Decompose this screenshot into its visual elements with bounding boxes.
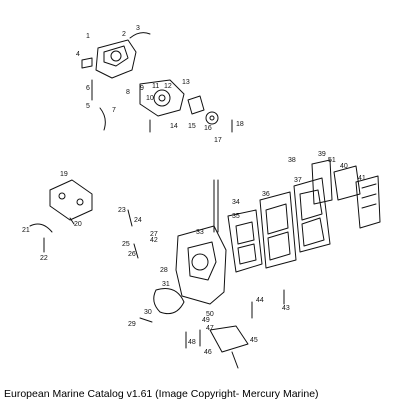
callout-39: 39: [318, 151, 326, 158]
callout-7: 7: [112, 107, 116, 114]
callout-labels: 1 2 3 4 5 6 7 8 9 10 11 12 13 14 15 16 1…: [22, 25, 366, 356]
callout-12: 12: [164, 83, 172, 90]
intake-manifold-assembly: [153, 179, 263, 315]
callout-41: 41: [358, 175, 366, 182]
callout-50: 50: [206, 311, 214, 318]
callout-40: 40: [340, 163, 348, 170]
callout-18: 18: [236, 121, 244, 128]
callout-33: 33: [196, 229, 204, 236]
exploded-parts-diagram: 1 2 3 4 5 6 7 8 9 10 11 12 13 14 15 16 1…: [22, 25, 381, 369]
callout-13: 13: [182, 79, 190, 86]
callout-36: 36: [262, 191, 270, 198]
callout-11: 11: [152, 83, 159, 90]
image-caption: European Marine Catalog v1.61 (Image Cop…: [4, 388, 319, 400]
reed-plate-assembly: [29, 179, 93, 253]
callout-2: 2: [122, 31, 126, 38]
callout-44: 44: [256, 297, 264, 304]
callout-24: 24: [134, 217, 142, 224]
callout-46: 46: [204, 349, 212, 356]
callout-16: 16: [204, 125, 212, 132]
callout-30: 30: [144, 309, 152, 316]
callout-20: 20: [74, 221, 82, 228]
transfer-cover-assembly: [259, 159, 381, 269]
callout-21: 21: [22, 227, 30, 234]
callout-29: 29: [128, 321, 136, 328]
callout-38: 38: [288, 157, 296, 164]
callout-42: 42: [150, 237, 158, 244]
callout-5: 5: [86, 103, 90, 110]
callout-25: 25: [122, 241, 130, 248]
bottom-hardware: [127, 209, 285, 369]
callout-15: 15: [188, 123, 196, 130]
carburetor-assembly: [81, 32, 233, 133]
callout-3: 3: [136, 25, 140, 32]
callout-34: 34: [232, 199, 240, 206]
callout-26: 26: [128, 251, 136, 258]
callout-28: 28: [160, 267, 168, 274]
callout-37: 37: [294, 177, 302, 184]
callout-6: 6: [86, 85, 90, 92]
callout-9: 9: [140, 85, 144, 92]
callout-49: 49: [202, 317, 210, 324]
callout-31: 31: [162, 281, 170, 288]
callout-23: 23: [118, 207, 126, 214]
callout-47: 47: [206, 325, 214, 332]
callout-10: 10: [146, 95, 154, 102]
callout-51: 51: [328, 157, 336, 164]
callout-8: 8: [126, 89, 130, 96]
callout-17: 17: [214, 137, 222, 144]
callout-45: 45: [250, 337, 258, 344]
callout-14: 14: [170, 123, 178, 130]
callout-43: 43: [282, 305, 290, 312]
callout-4: 4: [76, 51, 80, 58]
callout-22: 22: [40, 255, 48, 262]
callout-48: 48: [188, 339, 196, 346]
callout-19: 19: [60, 171, 68, 178]
callout-1: 1: [86, 33, 90, 40]
callout-27: 27: [150, 231, 158, 238]
callout-35: 35: [232, 213, 240, 220]
